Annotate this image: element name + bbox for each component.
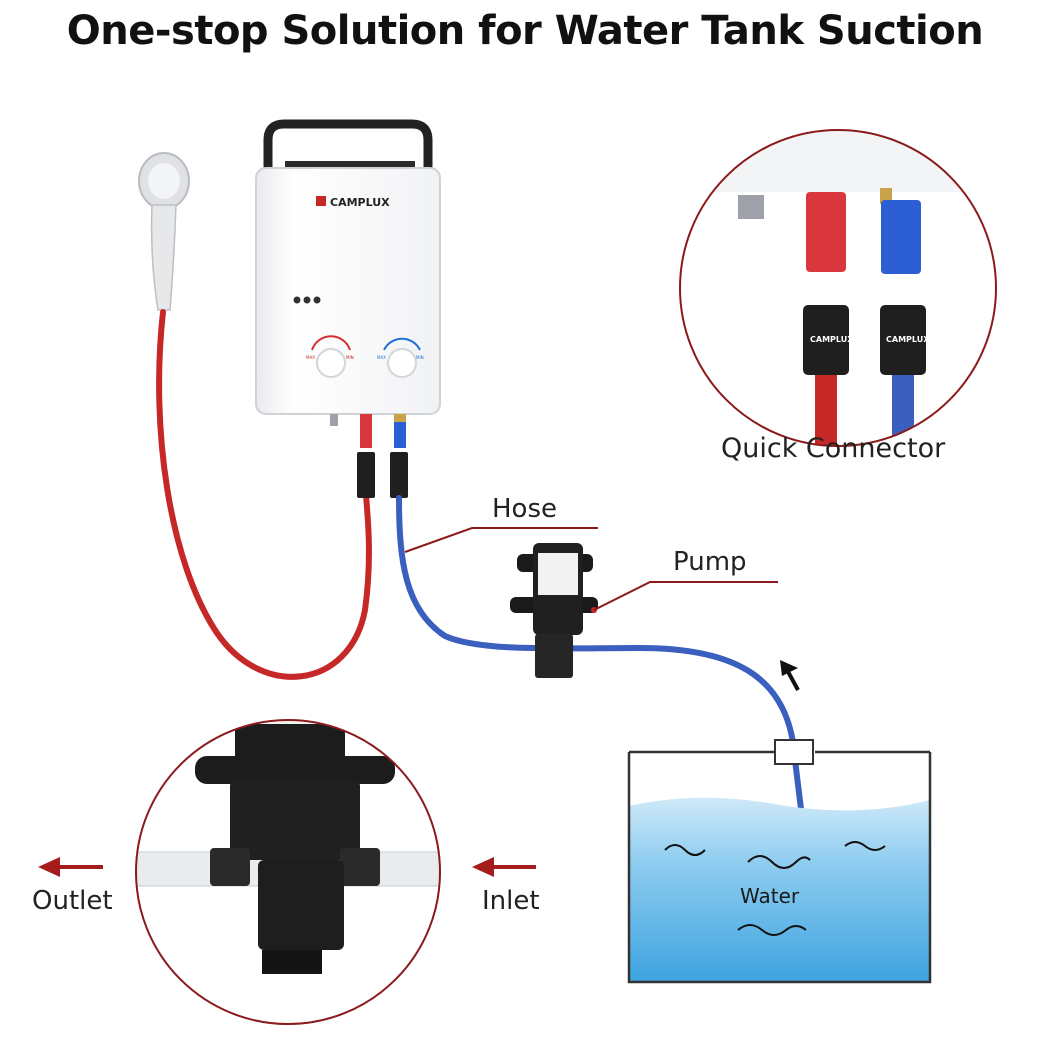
svg-text:MAX: MAX — [306, 355, 315, 360]
outlet-label: Outlet — [32, 886, 113, 916]
quick-connector-label: Quick Connector — [721, 433, 946, 464]
pump-label: Pump — [673, 547, 747, 577]
pump-zoom: AND AMBIENT TEMPERATURE — [135, 717, 441, 1025]
inlet-arrow-icon — [472, 857, 536, 877]
page-title: One-stop Solution for Water Tank Suction — [66, 8, 984, 54]
quick-connector-zoom: CAMPLUX CAMPLUX — [679, 129, 997, 447]
inlet-label: Inlet — [482, 886, 540, 916]
connector-brand-left: CAMPLUX — [810, 335, 854, 344]
water-heater-icon: CAMPLUX MAX MIN MAX MIN — [255, 119, 441, 498]
camplux-logo-mark — [316, 196, 326, 206]
heater-brand-label: CAMPLUX — [330, 196, 390, 209]
water-label: Water — [740, 884, 800, 908]
pump-leader-line — [593, 581, 778, 611]
heater-knob-left: MAX MIN — [306, 335, 354, 378]
outlet-arrow-icon — [38, 857, 103, 877]
shower-head-icon — [138, 152, 190, 311]
pump-icon — [510, 543, 598, 678]
water-tank — [627, 739, 932, 984]
hot-water-hose — [156, 309, 372, 680]
heater-knob-right: MAX MIN — [377, 337, 424, 378]
connector-brand-right: CAMPLUX — [886, 335, 930, 344]
arrow-up-icon — [780, 660, 800, 691]
svg-text:MAX: MAX — [377, 355, 386, 360]
hose-leader-line — [404, 527, 598, 553]
hose-label: Hose — [492, 494, 557, 524]
svg-text:MIN: MIN — [346, 355, 354, 360]
pump-tag-text: AND AMBIENT TEMPERATURE — [256, 717, 329, 723]
svg-text:MIN: MIN — [416, 355, 424, 360]
